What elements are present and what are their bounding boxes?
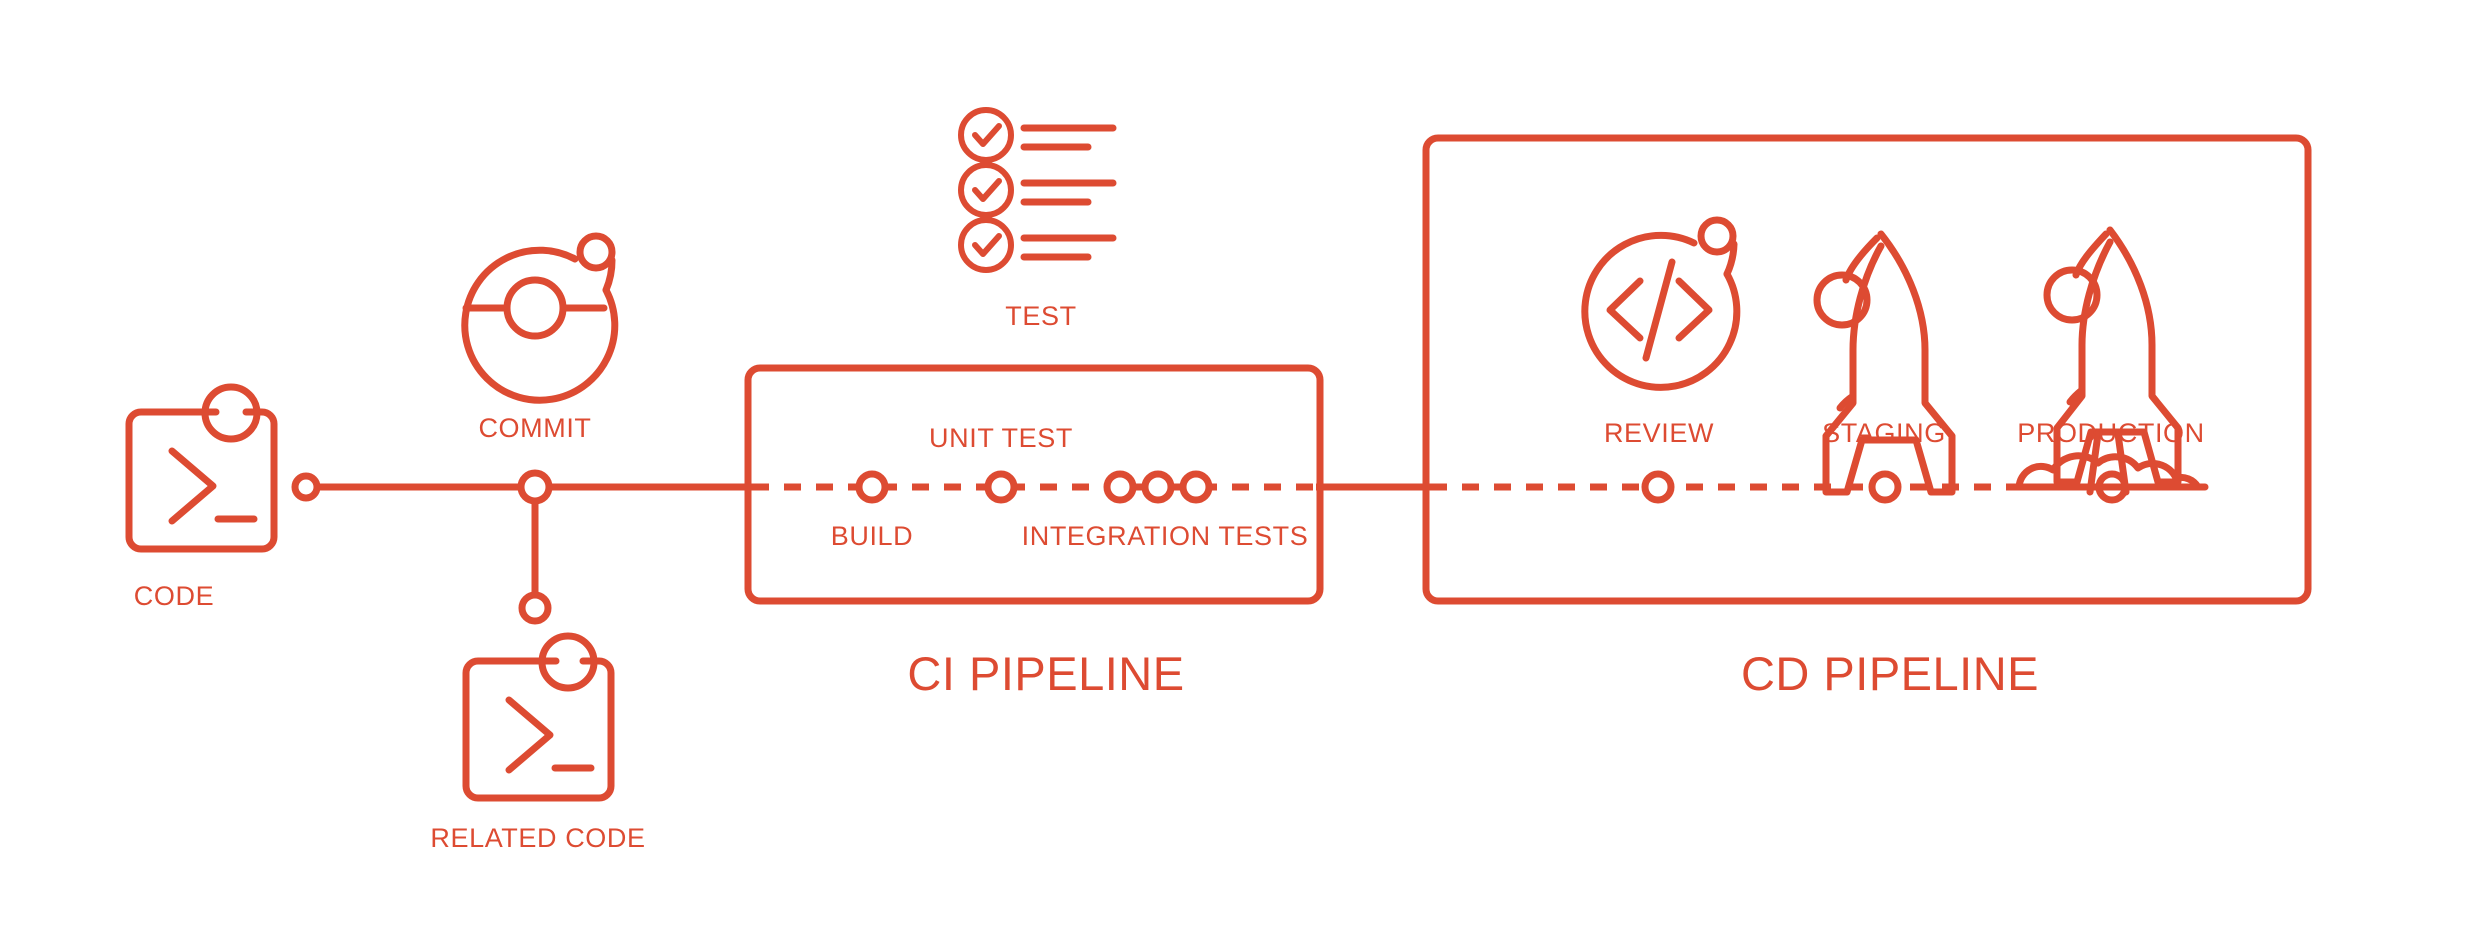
integration-tests-label: INTEGRATION TESTS — [1022, 521, 1309, 551]
related-code-label: RELATED CODE — [430, 823, 645, 853]
terminal-window-icon — [125, 383, 278, 553]
ci-pipeline-title: CI PIPELINE — [907, 647, 1184, 700]
cd-pipeline-box — [1422, 134, 2312, 605]
production-label: PRODUCTION — [2017, 418, 2205, 448]
commit-orbit-icon — [461, 232, 619, 404]
terminal-window-icon-related — [462, 632, 615, 802]
code-label: CODE — [134, 581, 214, 611]
rocket-launch-icon — [2008, 226, 2209, 496]
staging-label: STAGING — [1822, 418, 1946, 448]
rail-node-review[interactable] — [1641, 470, 1675, 504]
cd-pipeline-title: CD PIPELINE — [1741, 647, 2039, 700]
rail-node-integration-1[interactable] — [1103, 470, 1137, 504]
rail-node-unit-test[interactable] — [984, 470, 1018, 504]
rail-node-related-code[interactable] — [518, 591, 552, 625]
rail-node-staging[interactable] — [1868, 470, 1902, 504]
rail-node-origin[interactable] — [291, 472, 321, 502]
rail-node-commit[interactable] — [517, 469, 553, 505]
build-label: BUILD — [831, 521, 914, 551]
unit-test-label: UNIT TEST — [929, 423, 1073, 453]
review-label: REVIEW — [1604, 418, 1714, 448]
rail-node-integration-3[interactable] — [1179, 470, 1213, 504]
rail-node-integration-2[interactable] — [1141, 470, 1175, 504]
commit-label: COMMIT — [478, 413, 591, 443]
rocket-icon — [1813, 230, 1956, 496]
rail-node-build[interactable] — [855, 470, 889, 504]
checklist-icon — [958, 107, 1117, 273]
code-brackets-circle-icon — [1581, 216, 1741, 391]
test-label: TEST — [1005, 301, 1076, 331]
